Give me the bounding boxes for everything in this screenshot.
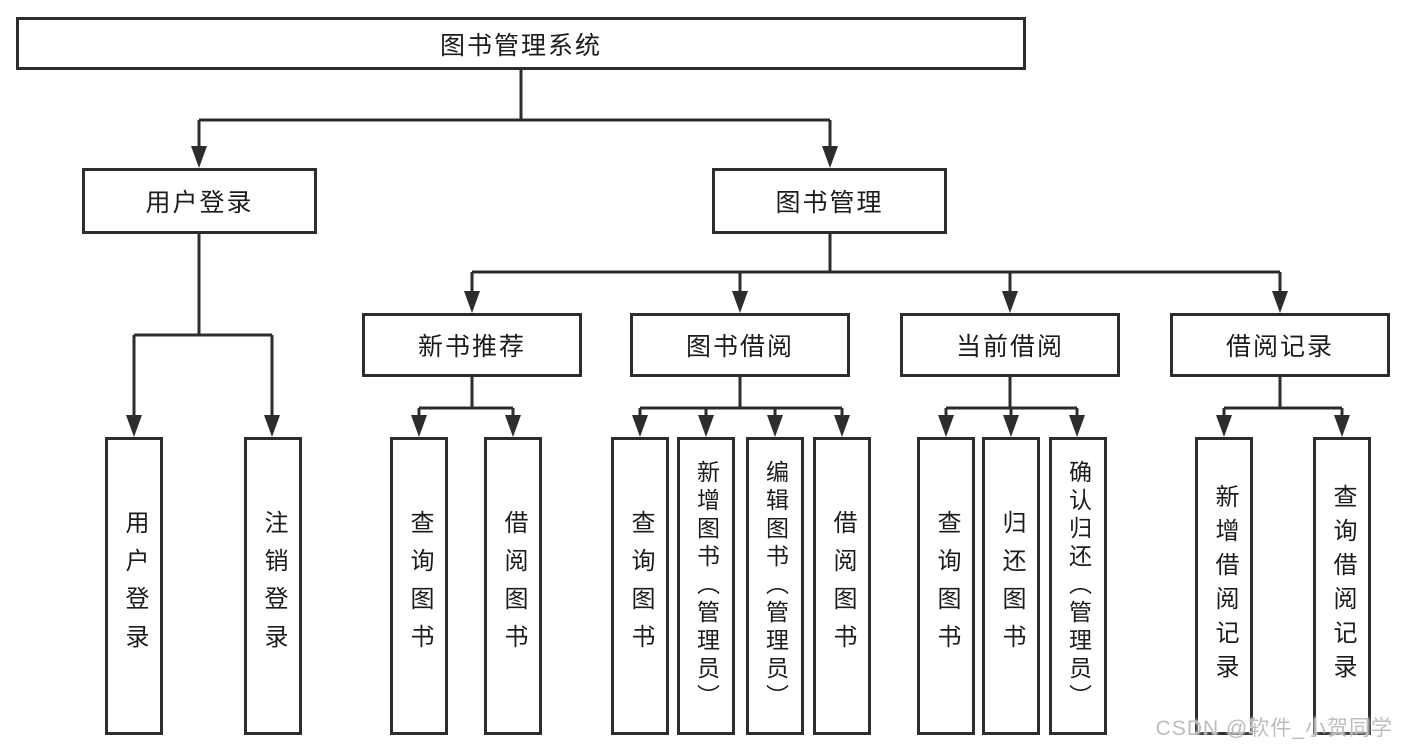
node-new-book-recommend: 新书推荐 (362, 313, 582, 377)
leaf-records-add-record-label: 新增借阅记录 (1211, 484, 1238, 688)
leaf-recommend-borrow-books-label: 借阅图书 (500, 510, 527, 662)
leaf-borrow-borrow-books: 借阅图书 (813, 437, 871, 735)
leaf-user-login: 用户登录 (105, 437, 163, 735)
leaf-recommend-borrow-books: 借阅图书 (484, 437, 542, 735)
leaf-recommend-query-books: 查询图书 (390, 437, 448, 735)
node-root: 图书管理系统 (16, 17, 1026, 70)
node-borrow-records: 借阅记录 (1170, 313, 1390, 377)
node-borrow-records-label: 借阅记录 (1225, 333, 1334, 361)
node-new-book-recommend-label: 新书推荐 (417, 333, 526, 361)
leaf-current-query-books-label: 查询图书 (933, 510, 960, 662)
node-root-label: 图书管理系统 (439, 31, 602, 60)
node-book-borrow-label: 图书借阅 (685, 333, 794, 361)
node-book-management-label: 图书管理 (775, 189, 884, 217)
leaf-records-query-record-label: 查询借阅记录 (1329, 484, 1356, 688)
leaf-borrow-borrow-books-label: 借阅图书 (829, 510, 856, 662)
leaf-current-return-books: 归还图书 (982, 437, 1040, 735)
node-current-borrow: 当前借阅 (900, 313, 1120, 377)
leaf-borrow-query-books-label: 查询图书 (627, 510, 654, 662)
leaf-logout: 注销登录 (244, 437, 302, 735)
leaf-user-login-label: 用户登录 (121, 510, 148, 662)
leaf-records-query-record: 查询借阅记录 (1313, 437, 1371, 735)
node-user-login: 用户登录 (82, 168, 317, 234)
leaf-borrow-edit-books-admin-label: 编辑图书（管理员） (762, 460, 789, 712)
leaf-current-return-books-label: 归还图书 (998, 510, 1025, 662)
leaf-current-confirm-return-admin: 确认归还（管理员） (1049, 437, 1107, 735)
leaf-recommend-query-books-label: 查询图书 (406, 510, 433, 662)
leaf-borrow-edit-books-admin: 编辑图书（管理员） (746, 437, 804, 735)
leaf-logout-label: 注销登录 (260, 510, 287, 662)
leaf-current-query-books: 查询图书 (917, 437, 975, 735)
arrowheads (126, 146, 1350, 437)
node-current-borrow-label: 当前借阅 (955, 333, 1064, 361)
leaf-borrow-query-books: 查询图书 (611, 437, 669, 735)
leaf-borrow-add-books-admin: 新增图书（管理员） (677, 437, 735, 735)
watermark-text: CSDN @软件_小贺同学 (1155, 717, 1393, 740)
leaf-current-confirm-return-admin-label: 确认归还（管理员） (1065, 460, 1092, 712)
leaf-records-add-record: 新增借阅记录 (1195, 437, 1253, 735)
node-book-management: 图书管理 (712, 168, 947, 234)
node-user-login-label: 用户登录 (145, 189, 254, 217)
leaf-borrow-add-books-admin-label: 新增图书（管理员） (693, 460, 720, 712)
node-book-borrow: 图书借阅 (630, 313, 850, 377)
